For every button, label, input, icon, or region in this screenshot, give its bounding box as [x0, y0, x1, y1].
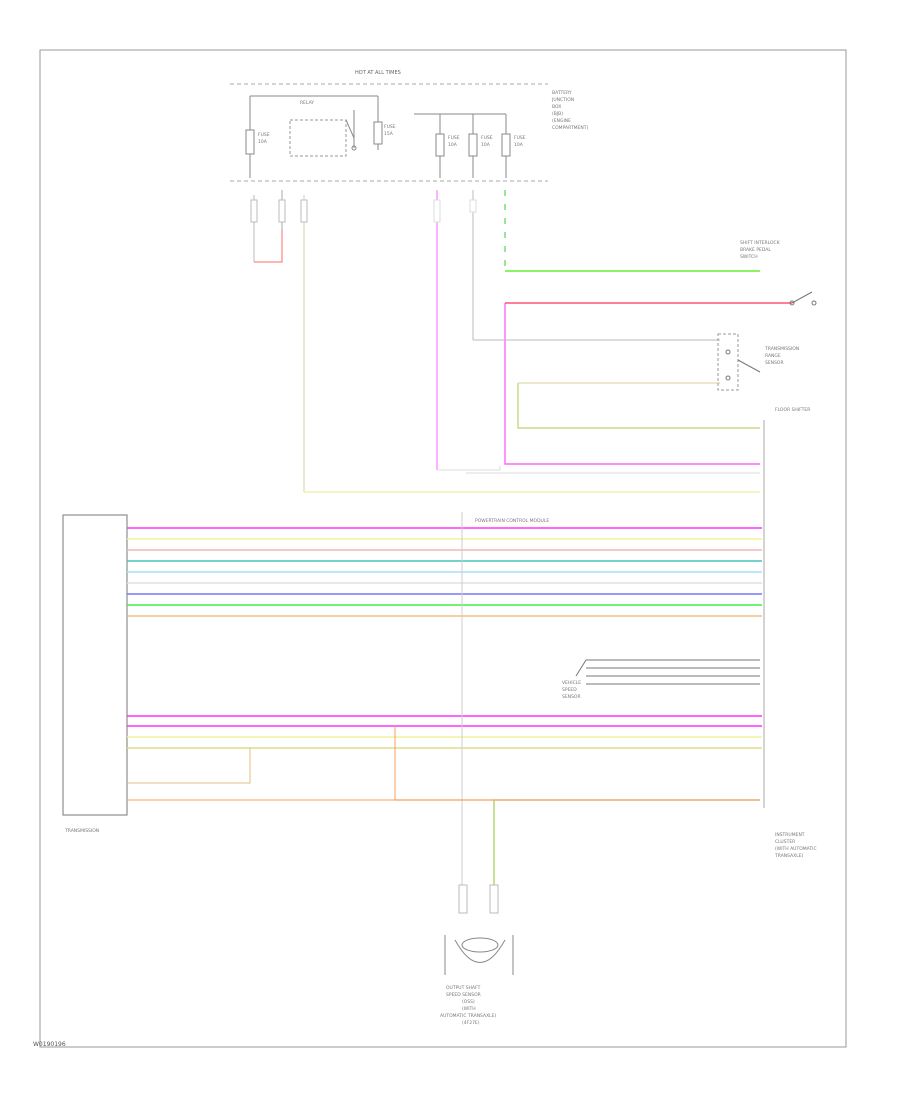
svg-text:10A: 10A: [448, 142, 458, 148]
svg-text:BOX: BOX: [552, 104, 561, 110]
vss-label-1: VEHICLE: [562, 680, 581, 686]
svg-text:CLUSTER: CLUSTER: [775, 839, 795, 845]
svg-text:(WITH AUTOMATIC: (WITH AUTOMATIC: [775, 846, 817, 852]
trs-label-1: TRANSMISSION: [764, 346, 799, 352]
diagram-frame: [39, 49, 847, 1048]
vss-wiring: POWERTRAIN CONTROL MODULE VEHICLE SPEED …: [127, 512, 765, 886]
svg-text:10A: 10A: [514, 142, 524, 148]
svg-text:FUSE: FUSE: [481, 135, 493, 141]
svg-text:OUTPUT SHAFT: OUTPUT SHAFT: [446, 985, 481, 991]
svg-text:AUTOMATIC TRANSAXLE): AUTOMATIC TRANSAXLE): [440, 1013, 497, 1019]
transmission-module: TRANSMISSION: [62, 514, 128, 834]
svg-text:FUSE: FUSE: [258, 132, 270, 138]
svg-text:SPEED SENSOR: SPEED SENSOR: [446, 992, 481, 998]
svg-text:COMPARTMENT): COMPARTMENT): [552, 125, 588, 131]
image-id: W0190196: [33, 1041, 66, 1048]
svg-text:FUSE: FUSE: [514, 135, 526, 141]
vss-label-2: SPEED: [562, 687, 577, 693]
svg-text:BATTERY: BATTERY: [552, 90, 572, 96]
svg-text:(4F27E): (4F27E): [462, 1020, 480, 1026]
brake-switch-symbol: [789, 291, 817, 306]
svg-text:TRANSAXLE): TRANSAXLE): [774, 853, 804, 859]
upper-right-wiring: SHIFT INTERLOCK BRAKE PEDAL SWITCH TRANS…: [304, 240, 817, 493]
trs-label-2: RANGE: [765, 353, 781, 359]
brake-switch-label-2: BRAKE PEDAL: [740, 247, 771, 253]
relay-label: RELAY: [300, 100, 314, 106]
trans-range-sensor-symbol: [717, 333, 761, 391]
harness-lines: [127, 527, 762, 749]
svg-text:(OSS): (OSS): [462, 999, 475, 1005]
svg-text:10A: 10A: [258, 139, 268, 145]
svg-text:FUSE: FUSE: [448, 135, 460, 141]
fuse-box-header: HOT AT ALL TIMES: [355, 70, 401, 76]
svg-text:(ENGINE: (ENGINE: [552, 118, 571, 124]
brake-switch-label-1: SHIFT INTERLOCK: [740, 240, 781, 246]
vertical-feeds: [250, 190, 506, 492]
svg-text:(BJB): (BJB): [552, 111, 563, 117]
relay: RELAY: [289, 100, 357, 157]
svg-text:INSTRUMENT: INSTRUMENT: [775, 832, 805, 838]
pcm-label: POWERTRAIN CONTROL MODULE: [475, 518, 549, 524]
output-speed-sensor: OUTPUT SHAFT SPEED SENSOR (OSS) (WITH AU…: [440, 884, 514, 1026]
svg-text:FUSE: FUSE: [384, 124, 396, 130]
brake-switch-label-3: SWITCH: [740, 254, 758, 260]
vss-label-3: SENSOR: [562, 694, 581, 700]
svg-text:(WITH: (WITH: [462, 1006, 476, 1012]
svg-text:JUNCTION: JUNCTION: [551, 97, 574, 103]
svg-text:10A: 10A: [481, 142, 491, 148]
trs-label-3: SENSOR: [765, 360, 784, 366]
tcm-label: TRANSMISSION: [64, 828, 99, 834]
instrument-cluster-label: INSTRUMENT CLUSTER (WITH AUTOMATIC TRANS…: [774, 832, 817, 859]
battery-block-label: BATTERY JUNCTION BOX (BJB) (ENGINE COMPA…: [551, 90, 588, 131]
cab-label: FLOOR SHIFTER: [775, 407, 810, 413]
svg-text:15A: 15A: [384, 131, 394, 137]
